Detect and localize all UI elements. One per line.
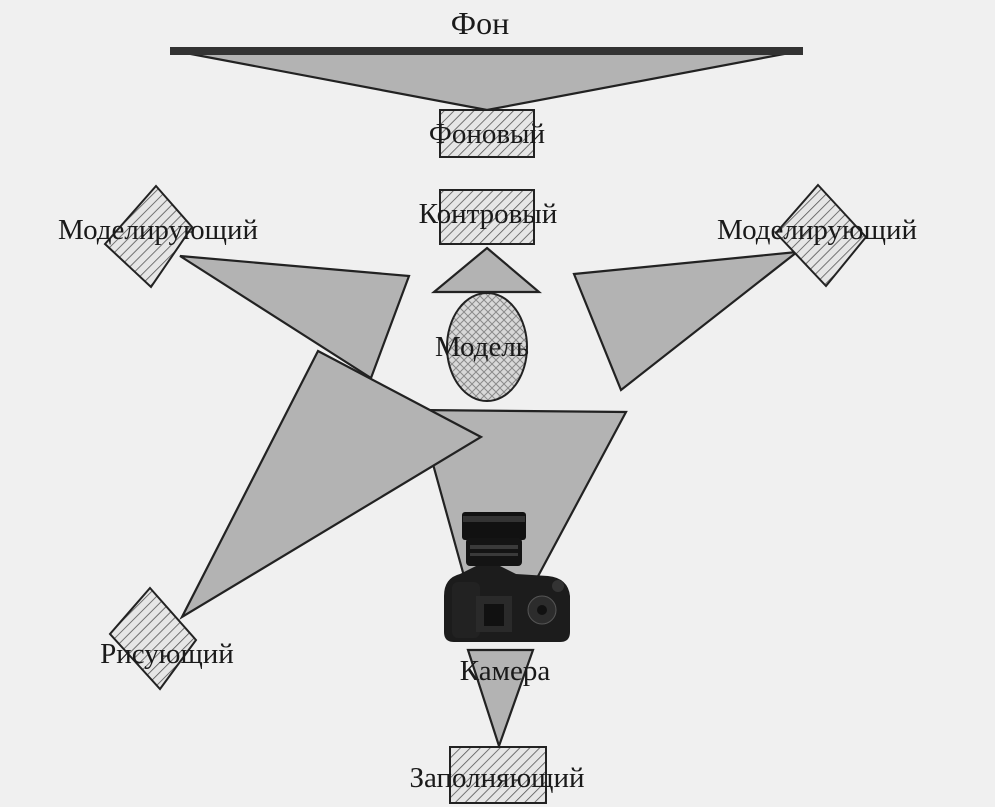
camera-label: Камера <box>460 655 551 687</box>
modeling-left-cone <box>179 254 411 380</box>
modeling-right-label: Моделирующий <box>717 214 917 246</box>
dslr-camera-icon <box>444 512 570 642</box>
fill-light-cone <box>466 648 535 750</box>
back-light-fixture <box>439 189 535 245</box>
fill-light-fixture <box>449 746 547 804</box>
back-light-cone <box>430 246 543 294</box>
background-light-cone <box>174 49 801 112</box>
model-ellipse <box>446 292 528 402</box>
key-light-label: Рисующий <box>100 638 234 670</box>
background-light-fixture <box>439 109 535 158</box>
modeling-left-label: Моделирующий <box>58 214 258 246</box>
back-light-label: Контровый <box>419 198 558 230</box>
fill-light-label: Заполняющий <box>409 762 584 794</box>
modeling-right-cone <box>572 250 801 392</box>
key-light-cone <box>179 349 484 620</box>
background-label: Фон <box>451 5 509 41</box>
key-light-fixture <box>108 586 198 691</box>
background-light-label: Фоновый <box>429 118 545 150</box>
modeling-right-fixture <box>774 183 868 288</box>
model-label: Модель <box>435 331 529 363</box>
modeling-left-fixture <box>103 184 194 289</box>
